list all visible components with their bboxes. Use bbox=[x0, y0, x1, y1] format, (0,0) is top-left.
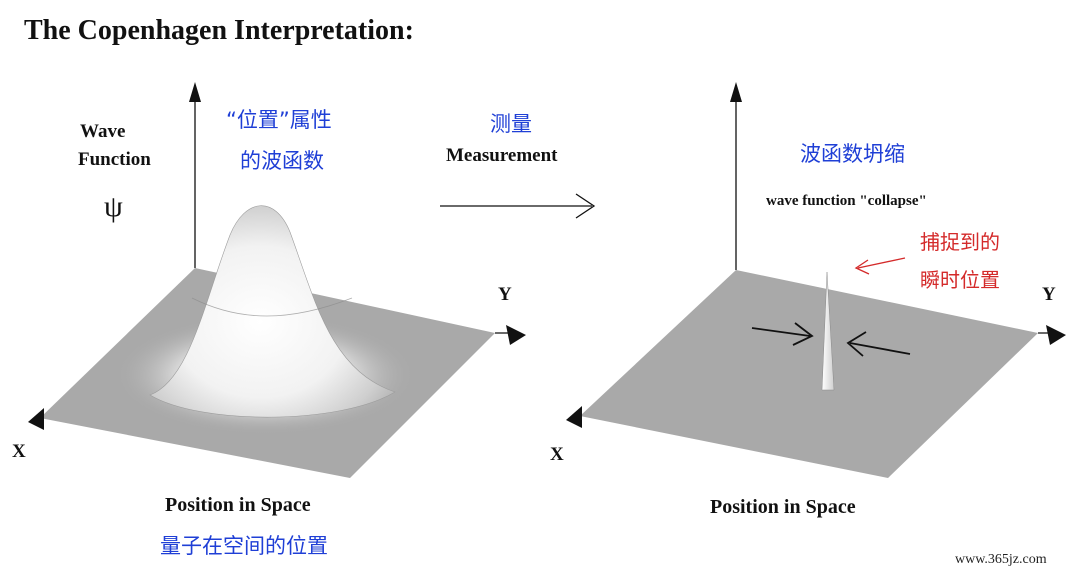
left-diagram bbox=[28, 82, 526, 478]
left-position-in-space-label: Position in Space bbox=[165, 494, 311, 516]
position-wavefunction-caption-1: “位置”属性 bbox=[226, 108, 332, 132]
right-x-axis-label: X bbox=[550, 444, 564, 465]
right-diagram bbox=[566, 82, 1066, 478]
right-vertical-axis-arrowhead bbox=[730, 82, 742, 102]
right-x-axis-arrowhead bbox=[566, 406, 582, 428]
measurement-cn-label: 测量 bbox=[490, 112, 532, 136]
wave-function-contour bbox=[191, 297, 353, 317]
collapse-label: wave function "collapse" bbox=[766, 193, 927, 209]
wave-function-bump bbox=[149, 205, 396, 418]
wave-axis-label: Wave bbox=[80, 121, 126, 142]
psi-symbol: ψ bbox=[104, 190, 123, 223]
function-axis-label: Function bbox=[78, 149, 151, 170]
right-converging-arrow bbox=[846, 331, 911, 357]
captured-position-cn-1: 捕捉到的 bbox=[920, 230, 1000, 254]
measurement-label: Measurement bbox=[446, 145, 558, 166]
left-position-cn-label: 量子在空间的位置 bbox=[160, 534, 328, 558]
right-y-axis-label: Y bbox=[1042, 284, 1056, 305]
collapsed-wave-spike bbox=[821, 271, 835, 391]
left-x-axis-arrowhead bbox=[28, 408, 44, 430]
left-y-axis-arrowhead bbox=[506, 325, 526, 345]
right-y-axis-arrowhead bbox=[1046, 325, 1066, 345]
red-pointer-arrow bbox=[854, 257, 906, 275]
left-vertical-axis-arrowhead bbox=[189, 82, 201, 102]
captured-position-cn-2: 瞬时位置 bbox=[920, 268, 1000, 292]
right-position-in-space-label: Position in Space bbox=[710, 496, 856, 518]
position-wavefunction-caption-2: 的波函数 bbox=[240, 149, 324, 173]
left-y-axis-label: Y bbox=[498, 284, 512, 305]
left-converging-arrow bbox=[751, 322, 814, 346]
page-title: The Copenhagen Interpretation: bbox=[24, 15, 414, 46]
collapse-cn-label: 波函数坍缩 bbox=[800, 142, 905, 166]
left-x-axis-label: X bbox=[12, 441, 26, 462]
right-surface-plane bbox=[580, 270, 1038, 478]
watermark: www.365jz.com bbox=[955, 552, 1047, 567]
measurement-arrow bbox=[440, 193, 596, 219]
